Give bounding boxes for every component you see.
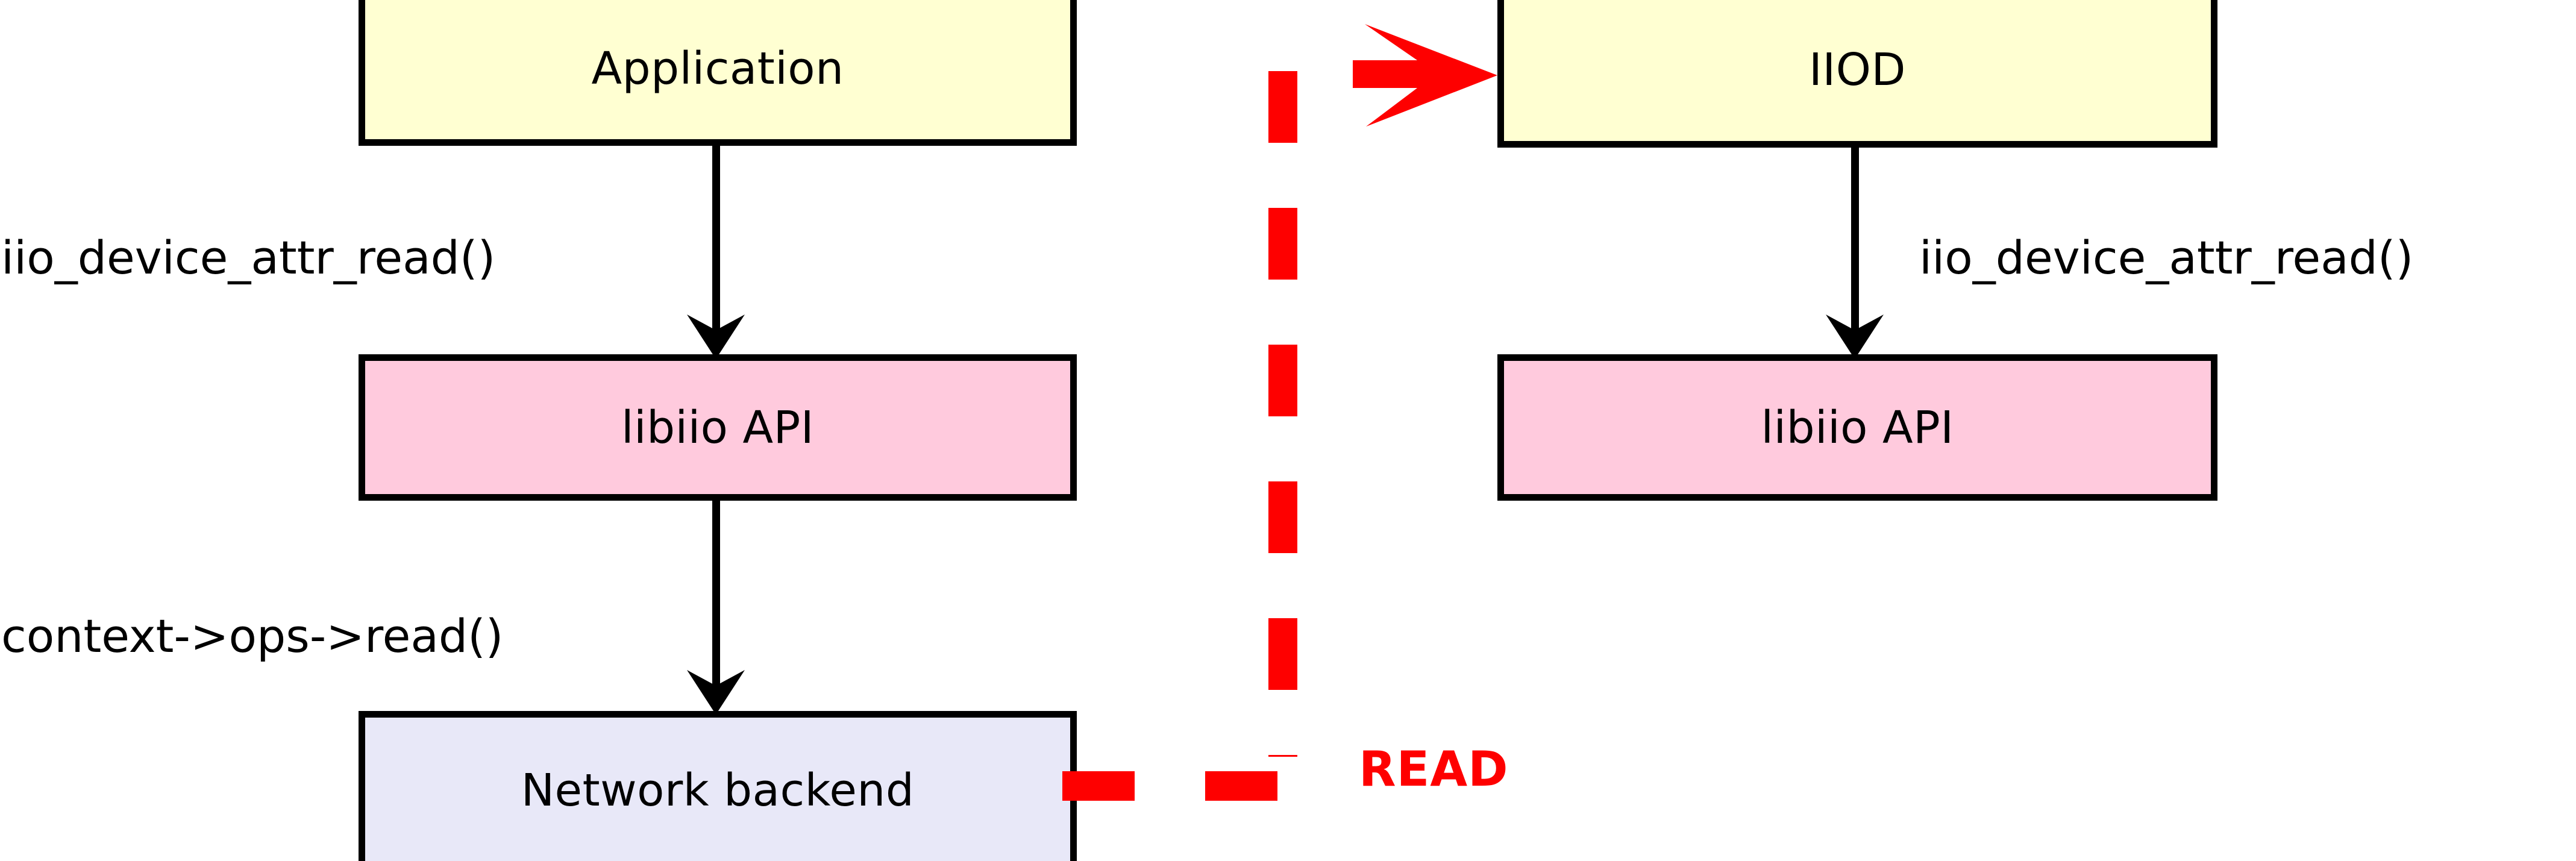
node-application: Application <box>359 0 1077 146</box>
arrow-iiod-to-libiio <box>1820 145 1886 359</box>
node-libiio-api-client-label: libiio API <box>621 401 815 454</box>
node-application-label: Application <box>591 43 844 95</box>
node-iiod-label: IIOD <box>1809 43 1906 96</box>
red-flow-arrow-icon <box>1350 17 1502 133</box>
call-label-application-to-libiio: iio_device_attr_read() <box>1 231 496 284</box>
node-iiod: IIOD <box>1497 0 2217 148</box>
operation-label-read: READ <box>1359 741 1509 797</box>
node-libiio-api-server-label: libiio API <box>1761 401 1954 454</box>
node-libiio-api-client: libiio API <box>359 354 1077 501</box>
call-label-iiod-to-libiio: iio_device_attr_read() <box>1919 231 2414 284</box>
node-network-backend: Network backend <box>359 711 1077 861</box>
arrow-libiio-to-network-backend <box>681 498 747 715</box>
node-libiio-api-server: libiio API <box>1497 354 2217 501</box>
network-boundary-dashed-line-vertical <box>1268 71 1297 757</box>
node-network-backend-label: Network backend <box>521 764 915 816</box>
call-label-libiio-to-network-backend: context->ops->read() <box>1 609 504 663</box>
network-link-dashed-line-horizontal <box>1062 771 1303 801</box>
arrow-application-to-libiio <box>681 142 747 359</box>
